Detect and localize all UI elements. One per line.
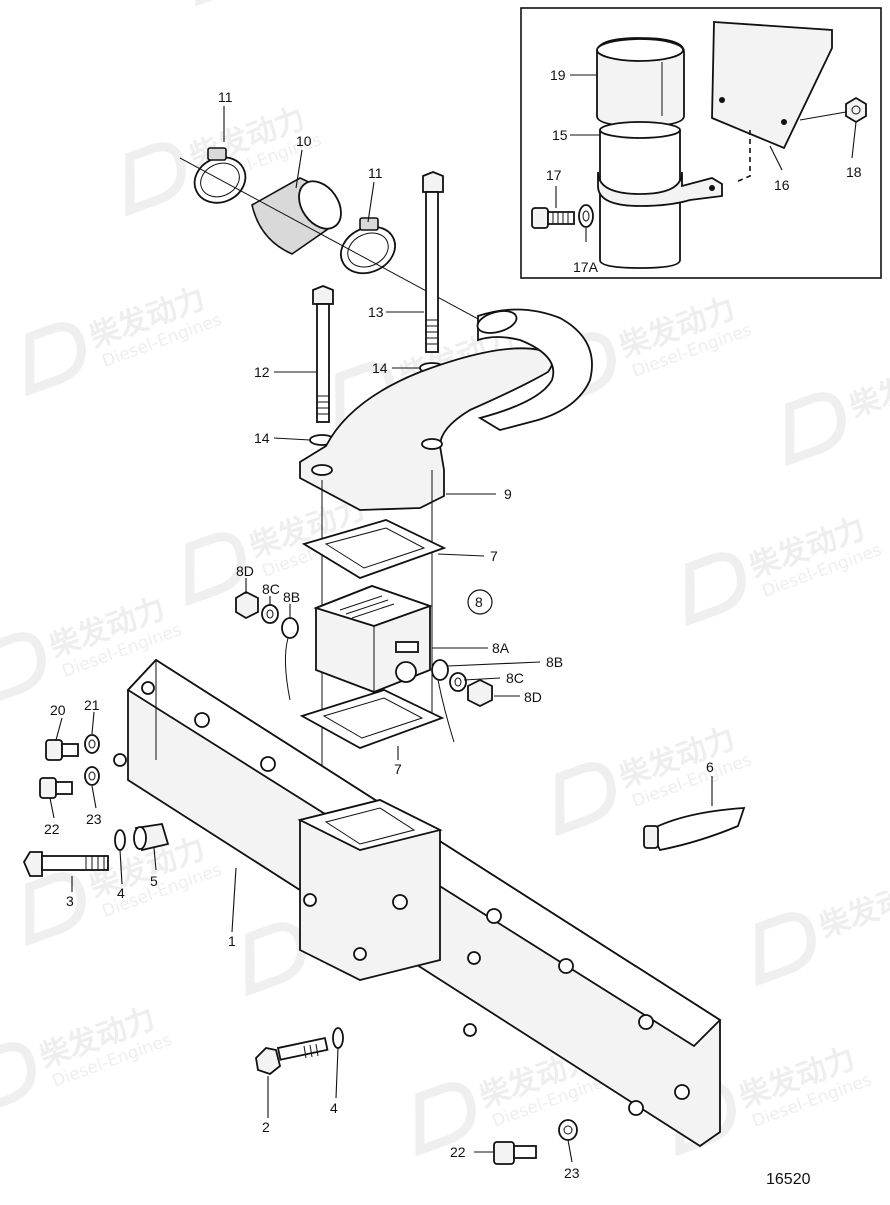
part-23-washer-left bbox=[84, 766, 100, 786]
label-23-bottom: 23 bbox=[564, 1165, 580, 1181]
label-13: 13 bbox=[368, 304, 384, 320]
label-11-left: 11 bbox=[218, 89, 233, 105]
label-6: 6 bbox=[706, 759, 714, 775]
label-8b-left: 8B bbox=[283, 589, 300, 605]
watermark-tile: 柴发动力 Diesel-Engines bbox=[195, 0, 256, 7]
inset-detail-box: 19 15 17 17A 16 18 bbox=[520, 7, 882, 279]
part-16-bracket bbox=[711, 21, 833, 183]
part-5-spacer bbox=[133, 822, 170, 852]
label-7-upper: 7 bbox=[490, 548, 498, 564]
label-17a: 17A bbox=[573, 259, 599, 275]
part-17a-washer bbox=[578, 204, 594, 228]
part-4-lock-washer-left bbox=[114, 829, 126, 851]
label-14-lower: 14 bbox=[254, 430, 270, 446]
part-2-bolt bbox=[255, 1036, 329, 1076]
part-8d-nut-right bbox=[467, 678, 493, 708]
label-14-upper: 14 bbox=[372, 360, 388, 376]
svg-text:柴发动力: 柴发动力 bbox=[815, 871, 890, 945]
label-23-left: 23 bbox=[86, 811, 102, 827]
part-12-bolt bbox=[312, 285, 334, 423]
label-8d-right: 8D bbox=[524, 689, 542, 705]
label-20: 20 bbox=[50, 702, 66, 718]
label-11-right: 11 bbox=[368, 165, 383, 181]
watermark-group: 柴发动力 Diesel-Engines 柴发动力 Diesel-Engines … bbox=[0, 0, 890, 1157]
watermark-tile: 柴发动力 bbox=[785, 351, 890, 467]
label-5: 5 bbox=[150, 873, 158, 889]
svg-text:柴发动力: 柴发动力 bbox=[845, 351, 890, 425]
part-22-bolt-left bbox=[39, 777, 73, 799]
label-15: 15 bbox=[552, 127, 568, 143]
part-17-bolt bbox=[531, 207, 575, 229]
part-8d-nut-left bbox=[235, 590, 259, 620]
label-18: 18 bbox=[846, 164, 862, 180]
drawing-number: 16520 bbox=[766, 1171, 811, 1188]
part-4-lock-washer-bottom bbox=[332, 1027, 344, 1049]
label-1: 1 bbox=[228, 933, 236, 949]
watermark-tile: 柴发动力 Diesel-Engines bbox=[685, 511, 885, 627]
label-8a: 8A bbox=[492, 640, 510, 656]
part-1-exhaust-manifold bbox=[113, 658, 722, 1148]
part-7-gasket-lower bbox=[299, 689, 445, 749]
part-10-hose bbox=[251, 177, 342, 255]
watermark-tile: 柴发动力 Diesel-Engines bbox=[25, 281, 225, 397]
part-6-sealant-tube bbox=[643, 807, 746, 852]
label-22-left: 22 bbox=[44, 821, 60, 837]
part-8c-washer-left bbox=[261, 604, 279, 624]
label-21: 21 bbox=[84, 697, 100, 713]
group-marker-circle bbox=[467, 589, 493, 615]
part-8a-thermostat-block bbox=[313, 585, 433, 693]
part-21-washer bbox=[84, 734, 100, 754]
label-4-bottom: 4 bbox=[330, 1100, 338, 1116]
label-17: 17 bbox=[546, 167, 562, 183]
label-8d-left: 8D bbox=[236, 563, 254, 579]
part-3-long-bolt bbox=[22, 851, 109, 877]
part-18-nut bbox=[845, 96, 867, 124]
watermark-tile: 柴发动力 bbox=[755, 871, 890, 987]
part-8c-washer-right bbox=[449, 672, 467, 692]
part-19-cap bbox=[596, 37, 685, 127]
part-8b-lug-left bbox=[281, 617, 299, 701]
part-11-clamp-right bbox=[340, 217, 396, 275]
part-8b-lug-right bbox=[431, 659, 455, 743]
label-4-left: 4 bbox=[117, 885, 125, 901]
part-20-bolt bbox=[45, 739, 79, 761]
part-9-pipe-bend bbox=[299, 308, 593, 511]
part-15-silencer-body bbox=[597, 121, 723, 269]
label-9: 9 bbox=[504, 486, 512, 502]
label-16: 16 bbox=[774, 177, 790, 193]
part-22-bolt-bottom bbox=[493, 1141, 537, 1165]
label-8c-right: 8C bbox=[506, 670, 524, 686]
label-12: 12 bbox=[254, 364, 270, 380]
part-13-long-bolt bbox=[422, 171, 444, 353]
label-8c-left: 8C bbox=[262, 581, 280, 597]
watermark-tile: 柴发动力 Diesel-Engines bbox=[0, 1001, 175, 1117]
group-marker-label: 8 bbox=[475, 594, 483, 610]
label-22-bottom: 22 bbox=[450, 1144, 466, 1160]
label-2: 2 bbox=[262, 1119, 270, 1135]
label-7-lower: 7 bbox=[394, 761, 402, 777]
part-23-washer-bottom bbox=[558, 1119, 578, 1141]
label-3: 3 bbox=[66, 893, 74, 909]
label-8b-right: 8B bbox=[546, 654, 563, 670]
label-10: 10 bbox=[296, 133, 312, 149]
part-7-gasket-upper bbox=[301, 519, 447, 579]
label-19: 19 bbox=[550, 67, 566, 83]
